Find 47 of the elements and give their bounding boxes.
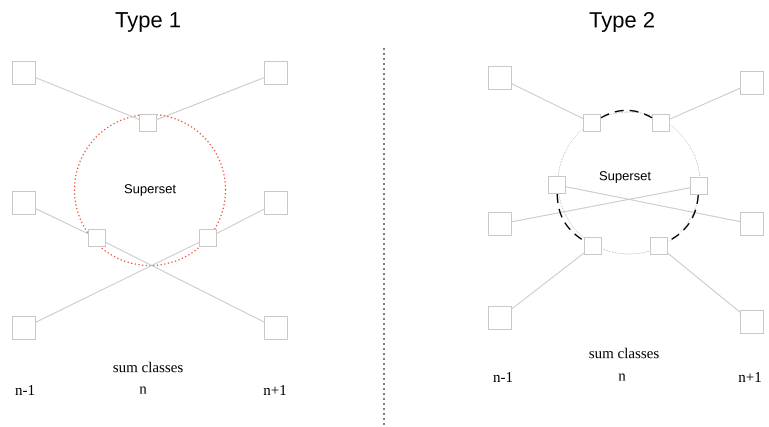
square-box bbox=[740, 310, 764, 334]
square-box bbox=[652, 114, 670, 132]
axis-label: n-1 bbox=[493, 372, 512, 382]
connector-line bbox=[36, 77, 140, 120]
axis-label: n-1 bbox=[15, 385, 34, 395]
panel-title: Type 1 bbox=[115, 12, 180, 32]
square-box bbox=[264, 316, 288, 340]
connector-line bbox=[36, 242, 200, 323]
panel-title: Type 2 bbox=[589, 12, 654, 32]
dashed-arc bbox=[600, 110, 652, 118]
square-box bbox=[584, 237, 602, 255]
square-box bbox=[740, 71, 764, 95]
square-box bbox=[199, 229, 217, 247]
square-box bbox=[12, 191, 36, 215]
connector-line bbox=[670, 88, 740, 120]
square-box bbox=[12, 316, 36, 340]
square-box bbox=[548, 176, 566, 194]
axis-label: sum classes bbox=[113, 362, 183, 372]
square-box bbox=[650, 237, 668, 255]
square-box bbox=[12, 61, 36, 85]
connector-line bbox=[36, 208, 88, 234]
square-box bbox=[488, 212, 512, 236]
square-box bbox=[264, 191, 288, 215]
square-box bbox=[488, 66, 512, 90]
connector-line bbox=[512, 187, 690, 222]
connector-line bbox=[668, 252, 740, 313]
connector-line bbox=[512, 83, 584, 120]
dashed-arc bbox=[556, 194, 584, 242]
set-label: Superset bbox=[124, 184, 176, 196]
square-box bbox=[583, 114, 601, 132]
set-label: Superset bbox=[600, 171, 651, 183]
square-box bbox=[139, 114, 157, 132]
square-box bbox=[264, 61, 288, 85]
axis-label: sum classes bbox=[589, 348, 659, 358]
connector-line bbox=[566, 186, 740, 222]
axis-label: n+1 bbox=[264, 385, 286, 395]
axis-label: n bbox=[618, 373, 626, 381]
axis-label: n+1 bbox=[738, 372, 761, 382]
square-box bbox=[690, 177, 708, 195]
connector-line bbox=[156, 77, 264, 120]
connector-line bbox=[512, 252, 584, 310]
axis-label: n bbox=[140, 386, 147, 394]
connector-line bbox=[106, 242, 264, 322]
square-box bbox=[488, 306, 512, 330]
square-box bbox=[740, 212, 764, 236]
square-box bbox=[88, 229, 106, 247]
connector-line bbox=[216, 208, 264, 234]
